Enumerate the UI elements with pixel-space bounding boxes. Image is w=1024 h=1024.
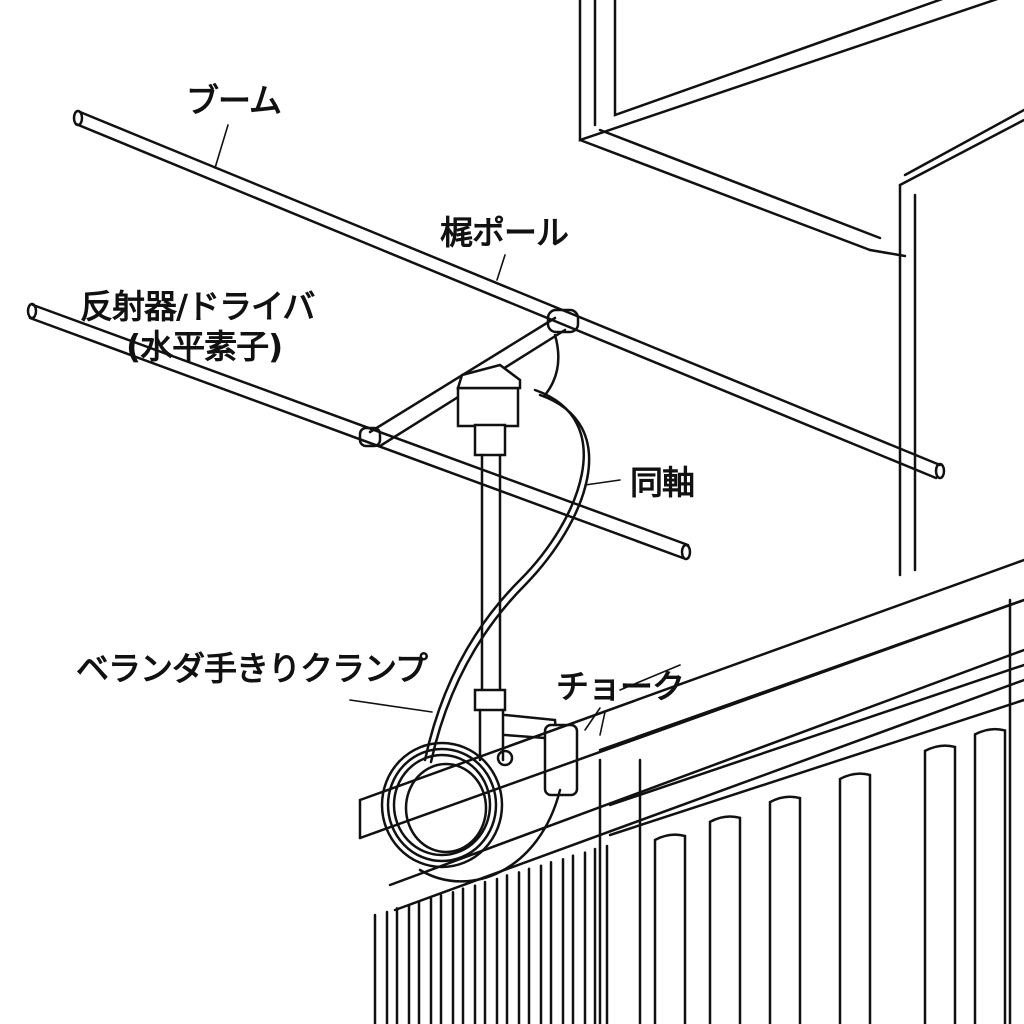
railing-bars (373, 727, 1007, 1024)
railing-bar (461, 884, 477, 1024)
railing-bar (417, 897, 433, 1024)
coax-loop-top (543, 333, 560, 397)
railing-bar (549, 857, 565, 1024)
coax-cable (423, 388, 585, 762)
railing-bar (973, 727, 1007, 1024)
element-clamp (358, 426, 382, 448)
railing-bar (395, 904, 411, 1024)
railing-bar (708, 815, 742, 1024)
boom (72, 109, 946, 480)
railing-bar (439, 890, 455, 1024)
label-boom: ブーム (186, 81, 282, 120)
boom-clamp (546, 308, 580, 334)
coax-cable-outer (429, 393, 591, 764)
railing-bar (571, 851, 587, 1024)
label-short-pole: 梶ポール (440, 213, 569, 252)
railing-bar (838, 772, 872, 1024)
balcony-railing (358, 558, 1024, 1024)
label-clamp: ベランダ手きりクランプ (76, 649, 428, 688)
label-coax: 同軸 (630, 463, 695, 502)
label-elements-line2: (水平素子) (126, 327, 283, 366)
railing-bar (653, 833, 687, 1024)
railing-bar (923, 744, 957, 1024)
railing-bar (527, 864, 543, 1024)
railing-bar (593, 844, 609, 1024)
railing-bar (505, 871, 521, 1024)
railing-bar (483, 877, 499, 1024)
label-elements-line1: 反射器/ドライバ (80, 287, 315, 326)
mast (456, 363, 579, 797)
railing-bar (768, 795, 802, 1024)
railing-bar (373, 910, 389, 1024)
building (578, 0, 1024, 577)
leader-lines (214, 124, 681, 736)
label-choke: チョーク (556, 667, 685, 706)
